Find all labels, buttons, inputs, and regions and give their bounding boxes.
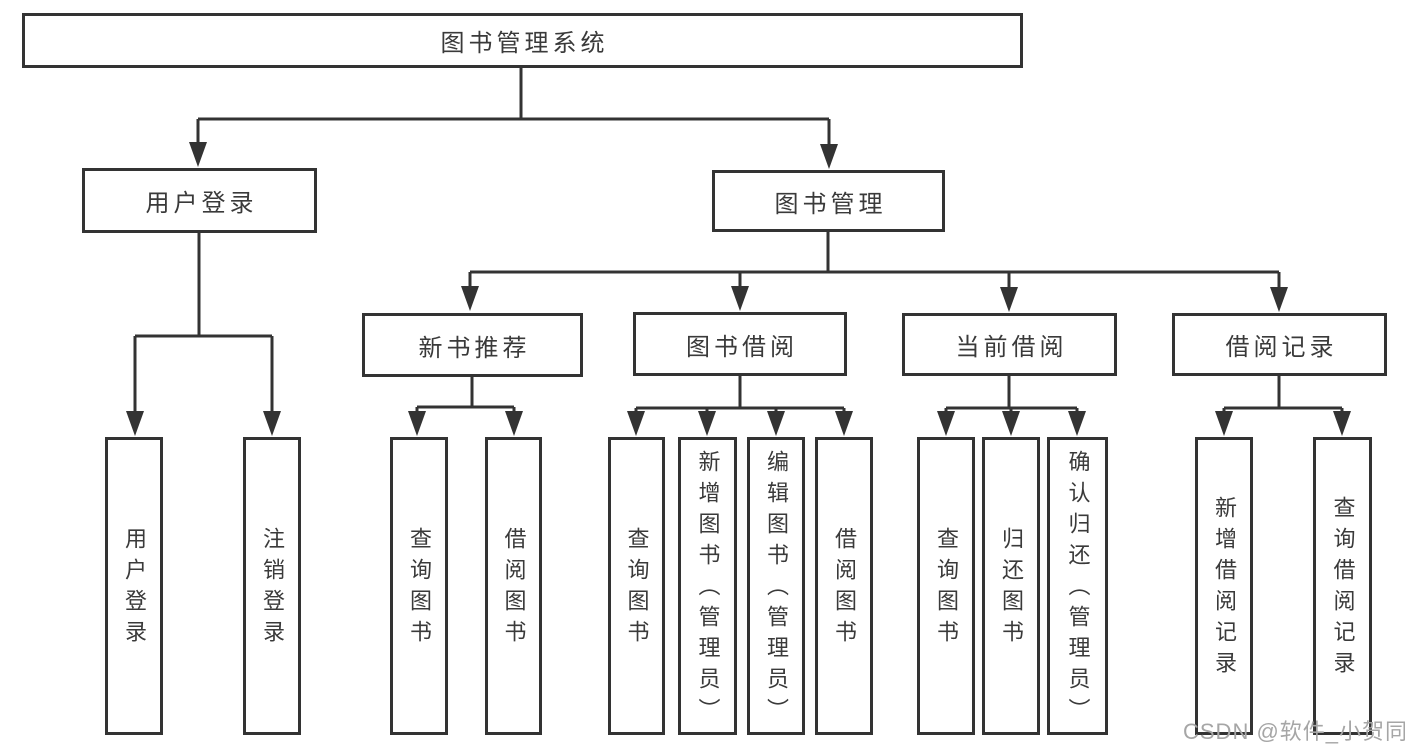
arrow-down-icon <box>767 411 785 436</box>
node-borrow-records: 借阅记录 <box>1172 313 1387 376</box>
node-new-book-recommend: 新书推荐 <box>362 313 583 377</box>
leaf-add-borrow-record: 新增借阅记录 <box>1195 437 1253 735</box>
node-current-borrowing: 当前借阅 <box>902 313 1117 376</box>
arrow-down-icon <box>937 411 955 436</box>
arrow-down-icon <box>1002 411 1020 436</box>
leaf-borrow-books-recommend: 借阅图书 <box>485 437 542 735</box>
arrow-down-icon <box>126 411 144 436</box>
arrow-down-icon <box>698 411 716 436</box>
node-user-login: 用户登录 <box>82 168 317 233</box>
leaf-query-borrow-record: 查询借阅记录 <box>1313 437 1372 735</box>
arrow-down-icon <box>627 411 645 436</box>
leaf-add-books-admin: 新增图书（管理员） <box>678 437 737 735</box>
leaf-query-books-borrowing: 查询图书 <box>608 437 665 735</box>
arrow-down-icon <box>731 286 749 311</box>
arrow-down-icon <box>1333 411 1351 436</box>
leaf-logout: 注销登录 <box>243 437 301 735</box>
csdn-watermark: CSDN @软件_小贺同学 <box>1183 719 1405 744</box>
arrow-down-icon <box>820 144 838 169</box>
arrow-down-icon <box>1215 411 1233 436</box>
arrow-down-icon <box>408 411 426 436</box>
arrow-down-icon <box>461 286 479 311</box>
leaf-borrow-books-borrowing: 借阅图书 <box>815 437 873 735</box>
arrow-down-icon <box>835 411 853 436</box>
leaf-edit-books-admin: 编辑图书（管理员） <box>747 437 805 735</box>
node-book-management: 图书管理 <box>712 170 945 232</box>
node-library-management-system: 图书管理系统 <box>22 13 1023 68</box>
leaf-confirm-return-admin: 确认归还（管理员） <box>1047 437 1108 735</box>
arrow-down-icon <box>263 411 281 436</box>
arrow-down-icon <box>1068 411 1086 436</box>
leaf-query-books-current: 查询图书 <box>917 437 975 735</box>
leaf-user-login: 用户登录 <box>105 437 163 735</box>
arrow-down-icon <box>189 142 207 167</box>
node-book-borrowing: 图书借阅 <box>633 312 847 376</box>
arrow-down-icon <box>1000 287 1018 312</box>
arrow-down-icon <box>1270 287 1288 312</box>
arrow-down-icon <box>505 411 523 436</box>
leaf-return-books: 归还图书 <box>982 437 1040 735</box>
leaf-query-books-recommend: 查询图书 <box>390 437 448 735</box>
